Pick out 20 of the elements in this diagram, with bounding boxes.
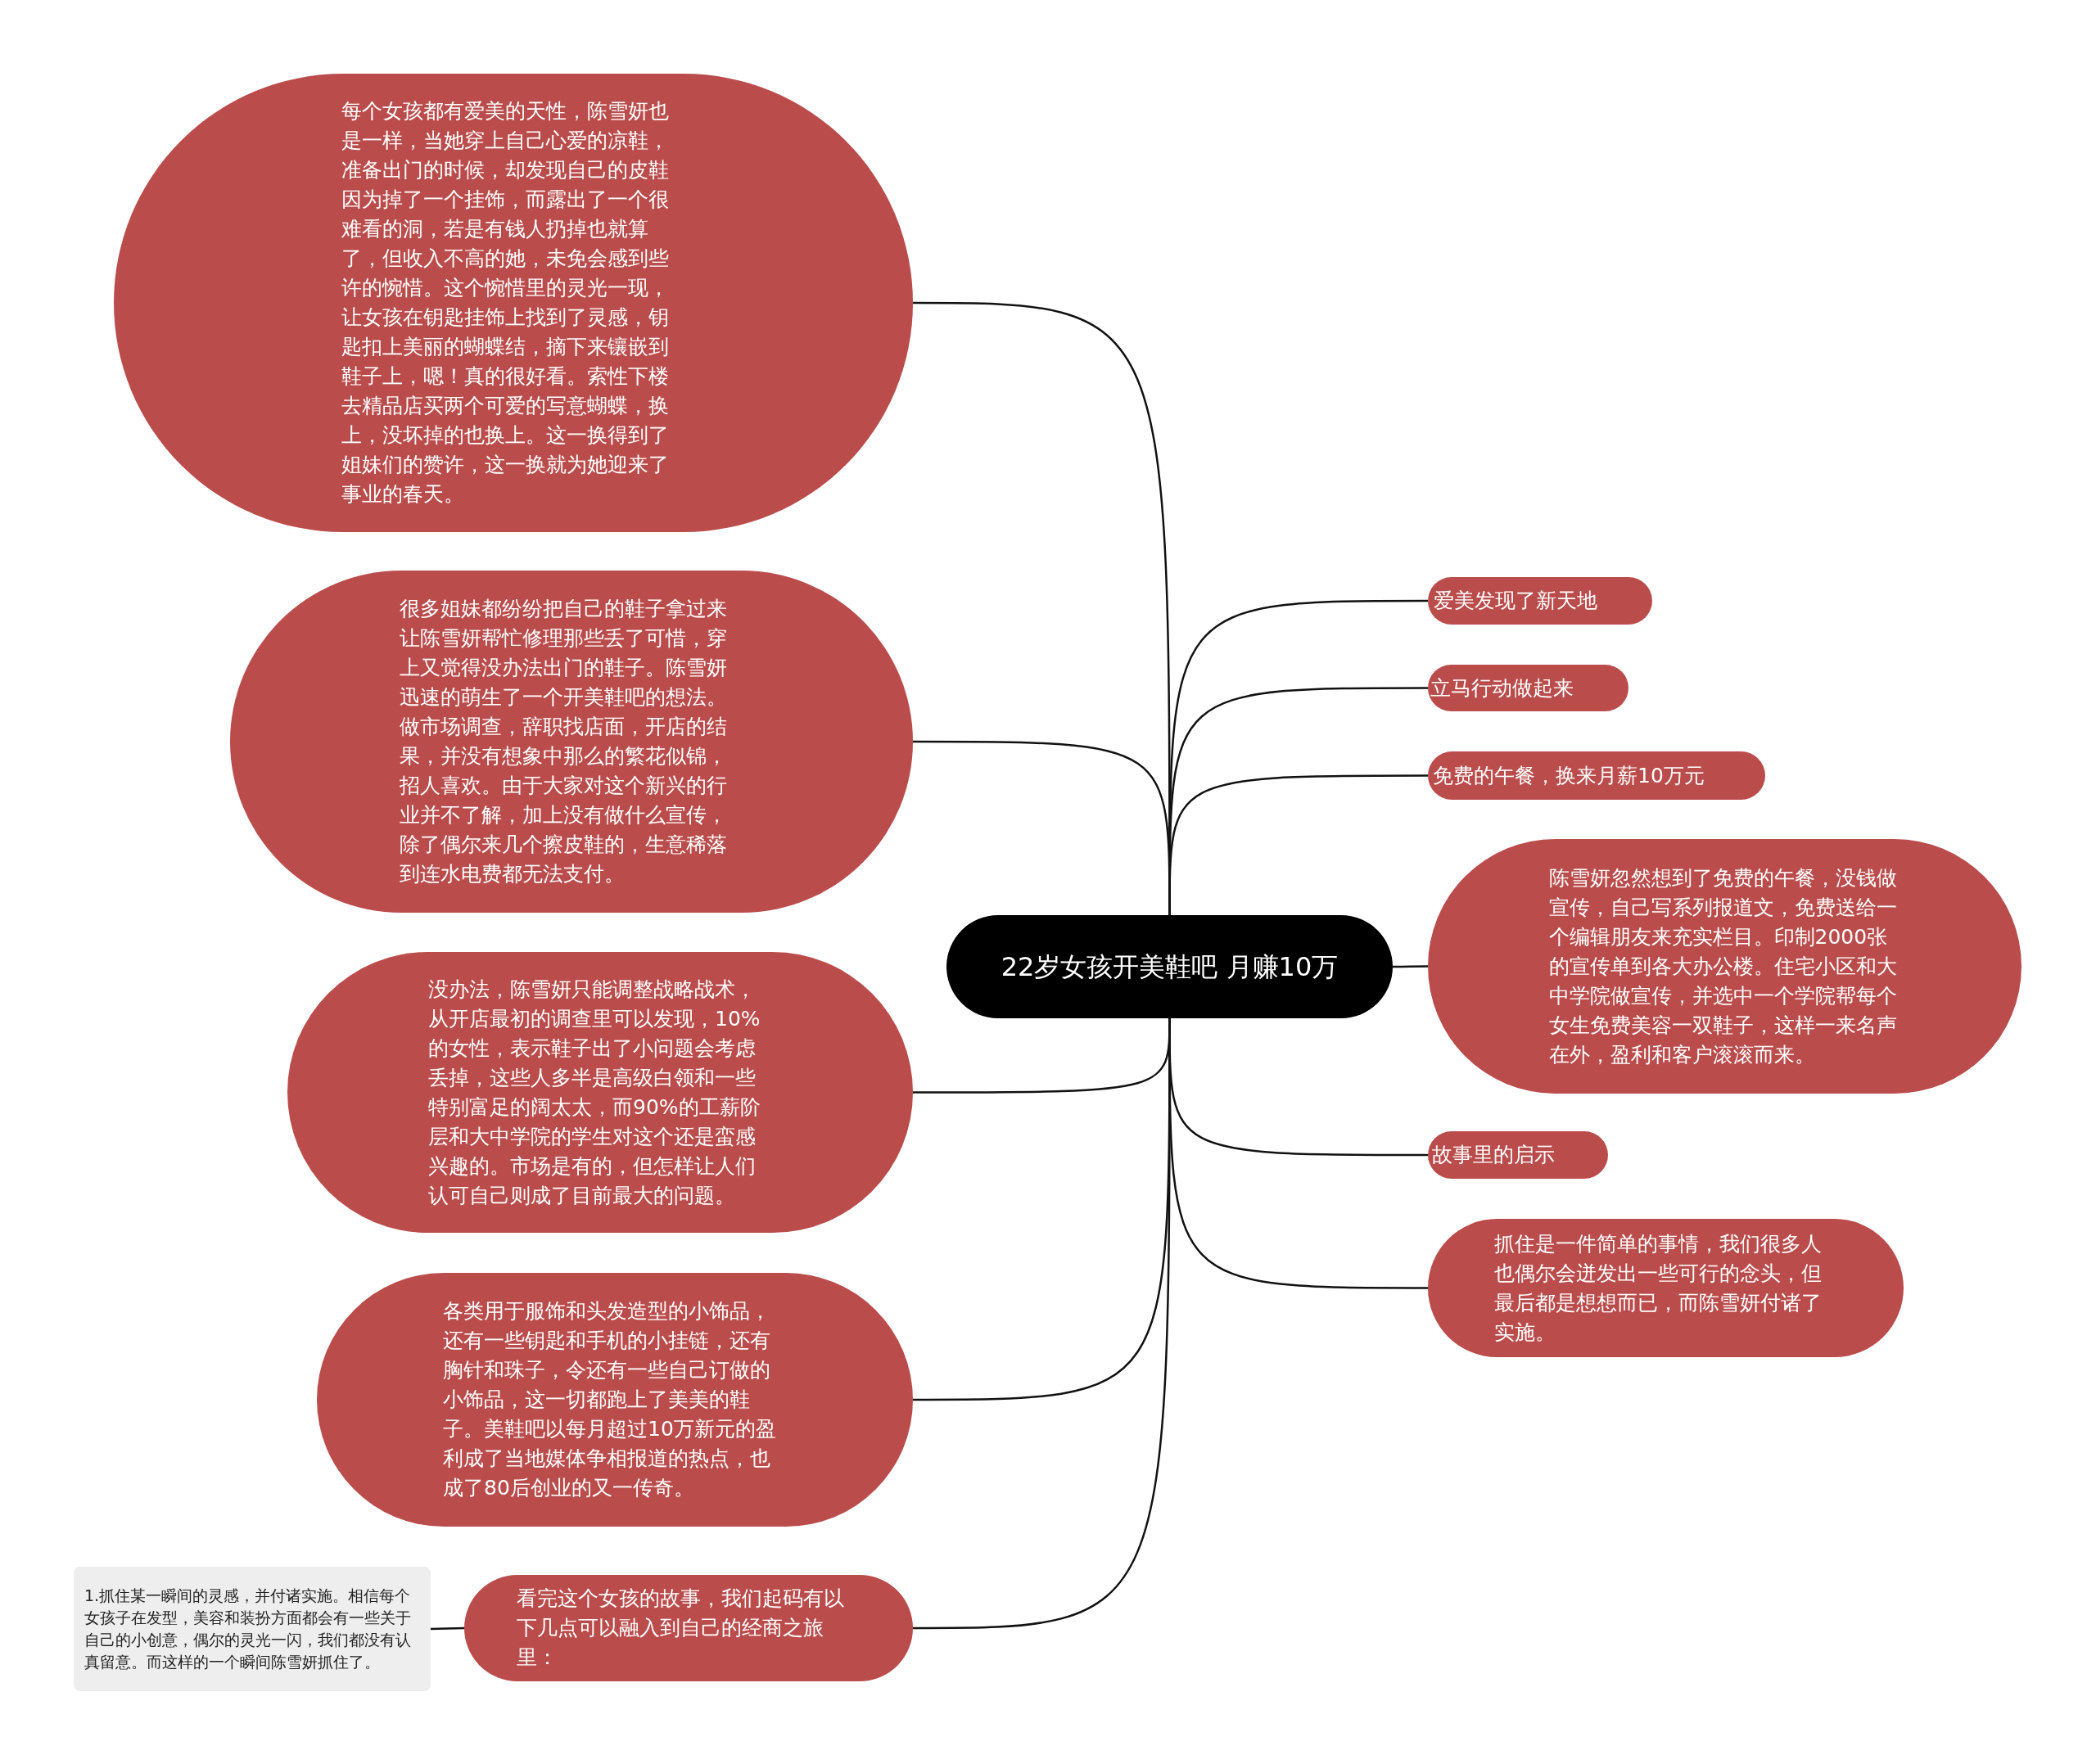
note-box [74,1567,431,1691]
topic-text: 看完这个女孩的故事，我们起码有以下几点可以融入到自己的经商之旅里： [517,1586,845,1671]
topic-text: 免费的午餐，换来月薪10万元 [1433,762,1705,789]
connector-line [1168,774,1428,915]
topic-bubble [1428,577,1652,625]
topic-text: 立马行动做起来 [1430,674,1574,702]
topic-text: 没办法，陈雪妍只能调整战略战术，从开店最初的调查里可以发现，10%的女性，表示鞋子出了小问题会考虑丢掉，这些人多半是高级白领和一些特别富足的阔太太，而90%的工薪阶层和大中学院的学生对这个还是蛮感兴趣的。市场是有的，但怎样让人们认可自己则成了目前最大的问题。 [428,976,761,1209]
connector-line [1393,965,1428,968]
topic-bubble [1428,665,1628,711]
topic-text: 各类用于服饰和头发造型的小饰品，还有一些钥匙和手机的小挂链，还有胸针和珠子，令还有一些自己订做的小饰品，这一切都跑上了美美的鞋子。美鞋吧以每月超过10万新元的盈利成了当地媒体争相报道的热点，也成了80后创业的又一传奇。 [443,1298,777,1501]
topic-text: 爱美发现了新天地 [1434,588,1598,614]
topic-bubble [1428,1131,1608,1179]
topic-text: 抓住是一件简单的事情，我们很多人也偶尔会迸发出一些可行的念头，但最后都是想想而已，而陈雪妍付诸了实施。 [1493,1230,1823,1346]
connector-line [430,1626,465,1631]
topic-text: 22岁女孩开美鞋吧 月赚10万 [1000,950,1339,984]
topic-text: 故事里的启示 [1432,1142,1556,1168]
topic-text: 每个女孩都有爱美的天性，陈雪妍也是一样，当她穿上自己心爱的凉鞋，准备出门的时候，却发现自己的皮鞋因为掉了一个挂饰，而露出了一个很难看的洞，若是有钱人扔掉也就算了，但收入不高的她，未免会感到些许的惋惜。这个惋惜里的灵光一现，让女孩在钥匙挂饰上找到了灵感，钥匙扣上美丽的蝴蝶结，摘下来镶嵌到鞋子上，嗯！真的很好看。索性下楼去精品店买两个可爱的写意蝴蝶，换上，没坏掉的也换上。这一换得到了姐妹们的赞许，这一换就为她迎来了事业的春天。 [341,98,670,508]
topic-text: 陈雪妍忽然想到了免费的午餐，没钱做宣传，自己写系列报道文，免费送给一个编辑朋友来充实栏目。印制2000张的宣传单到各大办公楼。住宅小区和大中学院做宣传，并选中一个学院帮每个女生免费美容一双鞋子，这样一来名声在外，盈利和客户滚滚而来。 [1548,864,1898,1068]
topic-text: 1.抓住某一瞬间的灵感，并付诸实施。相信每个女孩子在发型，美容和装扮方面都会有一些关于自己的小创意，偶尔的灵光一闪，我们都没有认真留意。而这样的一个瞬间陈雪妍抓住了。 [84,1586,412,1672]
topic-text: 很多姐妹都纷纷把自己的鞋子拿过来让陈雪妍帮忙修理那些丢了可惜，穿上又觉得没办法出门的鞋子。陈雪妍迅速的萌生了一个开美鞋吧的想法。做市场调查，辞职找店面，开店的结果，并没有想象中那么的繁花似锦，招人喜欢。由于大家对这个新兴的行业并不了解，加上没有做什么宣传，除了偶尔来几个擦皮鞋的，生意稀落到连水电费都无法支付。 [400,596,728,887]
